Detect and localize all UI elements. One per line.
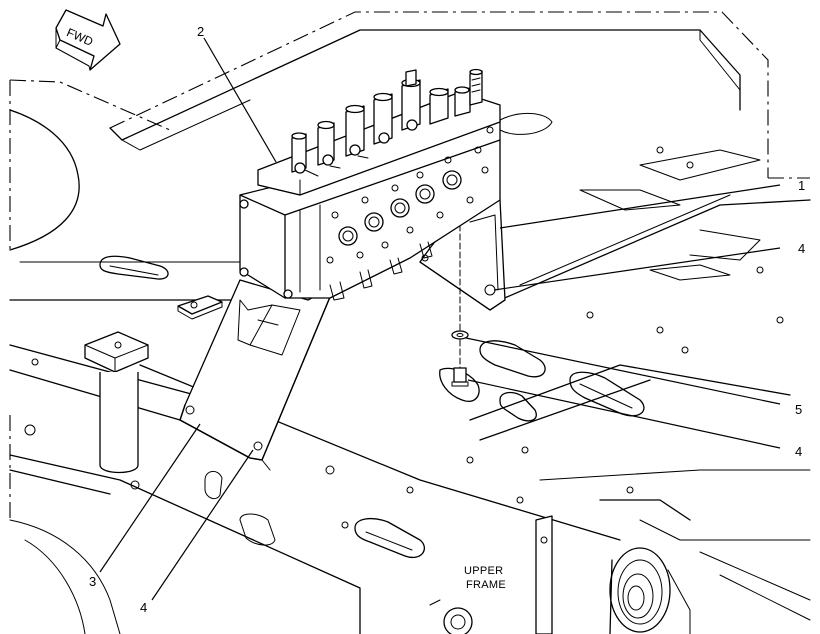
washer [451, 330, 469, 369]
frame-label-line2: FRAME [466, 579, 506, 591]
bottom-fitting [429, 599, 473, 634]
support-post [84, 331, 149, 474]
valve-solenoids [291, 68, 483, 177]
callout-4-lower: 4 [140, 600, 147, 615]
clamp-plate [177, 295, 223, 320]
bolt [451, 367, 469, 387]
fwd-direction-arrow: FWD [55, 9, 121, 71]
leader-lines [99, 37, 781, 601]
callout-4-middle: 4 [795, 444, 802, 459]
swing-bearing [535, 515, 691, 634]
callout-2: 2 [197, 24, 204, 39]
mounting-bracket-left [179, 279, 336, 471]
deck-slots [24, 146, 784, 559]
callout-1: 1 [798, 178, 805, 193]
callout-3: 3 [89, 574, 96, 589]
callout-5: 5 [795, 402, 802, 417]
callout-4-upper: 4 [798, 241, 805, 256]
frame-label-line1: UPPER [464, 565, 503, 577]
